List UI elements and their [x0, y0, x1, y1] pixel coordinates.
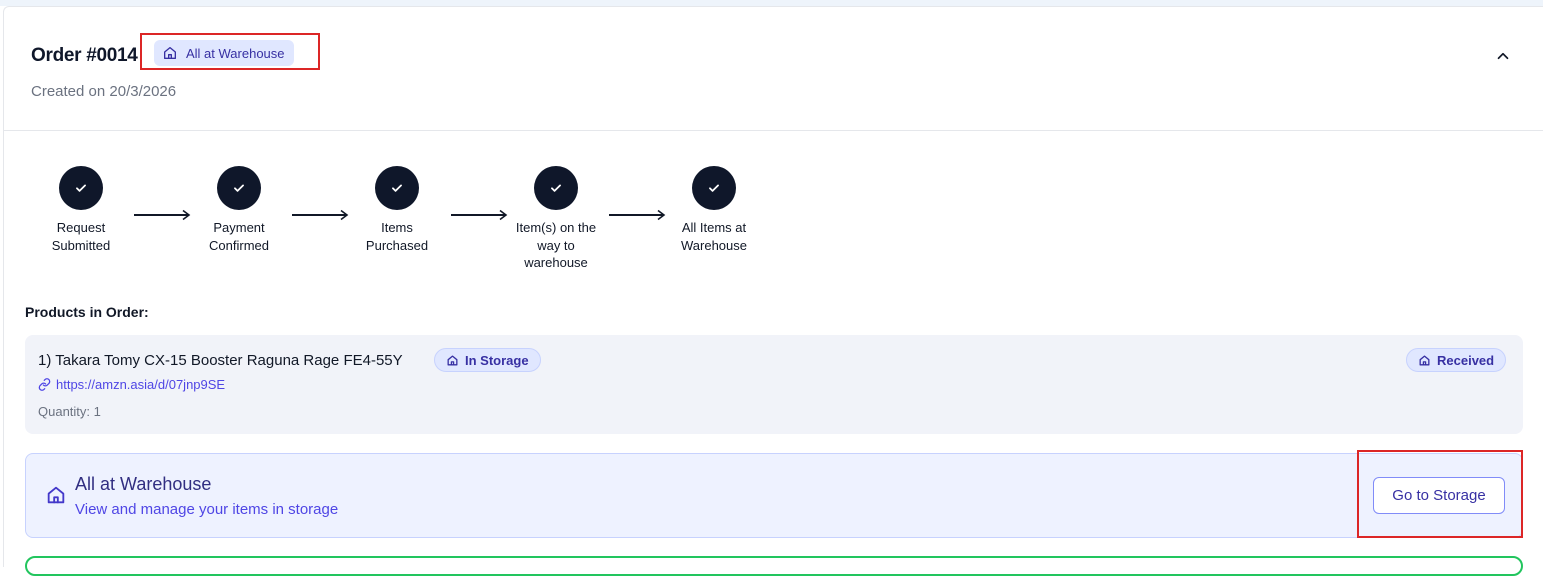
step-label: Request Submitted — [51, 220, 111, 253]
arrow-right-icon — [609, 209, 666, 221]
progress-step: Items Purchased — [347, 166, 447, 254]
house-icon — [47, 486, 65, 504]
warehouse-title: All at Warehouse — [75, 474, 212, 494]
arrow-right-icon — [451, 209, 508, 221]
created-date: Created on 20/3/2026 — [31, 83, 177, 100]
step-complete-circle — [59, 166, 103, 210]
arrow-right-icon — [134, 209, 191, 221]
product-link[interactable]: https://amzn.asia/d/07jnp9SE — [38, 377, 225, 392]
product-name: 1) Takara Tomy CX-15 Booster Raguna Rage… — [38, 352, 403, 369]
step-complete-circle — [534, 166, 578, 210]
step-label: All Items at Warehouse — [681, 220, 747, 253]
product-quantity: Quantity: 1 — [38, 404, 101, 419]
next-section-box — [25, 556, 1523, 576]
highlight-status-badge — [140, 33, 320, 70]
in-storage-label: In Storage — [465, 352, 529, 368]
product-item: 1) Takara Tomy CX-15 Booster Raguna Rage… — [25, 335, 1523, 434]
step-complete-circle — [217, 166, 261, 210]
step-label: Items Purchased — [365, 220, 429, 253]
received-badge: Received — [1406, 348, 1507, 372]
house-icon — [1419, 355, 1430, 365]
arrow-right-icon — [292, 209, 349, 221]
check-icon — [392, 184, 402, 192]
products-section-title: Products in Order: — [25, 304, 149, 320]
order-status-label: All at Warehouse — [186, 45, 285, 61]
progress-step: Item(s) on the way to warehouse — [506, 166, 606, 272]
warehouse-subtitle: View and manage your items in storage — [75, 501, 339, 518]
step-label: Payment Confirmed — [209, 220, 269, 253]
link-icon — [38, 378, 51, 391]
received-label: Received — [1437, 352, 1495, 368]
house-icon — [447, 355, 458, 365]
top-strip — [0, 0, 1543, 6]
progress-step: Request Submitted — [31, 166, 131, 254]
warehouse-panel: All at Warehouse View and manage your it… — [25, 453, 1523, 538]
order-header[interactable]: Order #0014 All at Warehouse Created on … — [4, 7, 1543, 131]
highlight-go-to-storage — [1357, 450, 1523, 538]
check-icon — [234, 184, 244, 192]
order-status-badge: All at Warehouse — [154, 40, 294, 66]
house-icon — [164, 47, 176, 59]
step-label: Item(s) on the way to warehouse — [515, 220, 597, 270]
progress-step: All Items at Warehouse — [664, 166, 764, 254]
order-title: Order #0014 — [31, 45, 138, 66]
progress-step: Payment Confirmed — [189, 166, 289, 254]
product-link-text[interactable]: https://amzn.asia/d/07jnp9SE — [56, 377, 226, 392]
check-icon — [76, 184, 86, 192]
check-icon — [709, 184, 719, 192]
go-to-storage-button[interactable]: Go to Storage — [1373, 477, 1505, 514]
step-complete-circle — [375, 166, 419, 210]
step-complete-circle — [692, 166, 736, 210]
chevron-up-icon[interactable] — [1494, 47, 1512, 65]
in-storage-badge: In Storage — [434, 348, 541, 372]
check-icon — [551, 184, 561, 192]
